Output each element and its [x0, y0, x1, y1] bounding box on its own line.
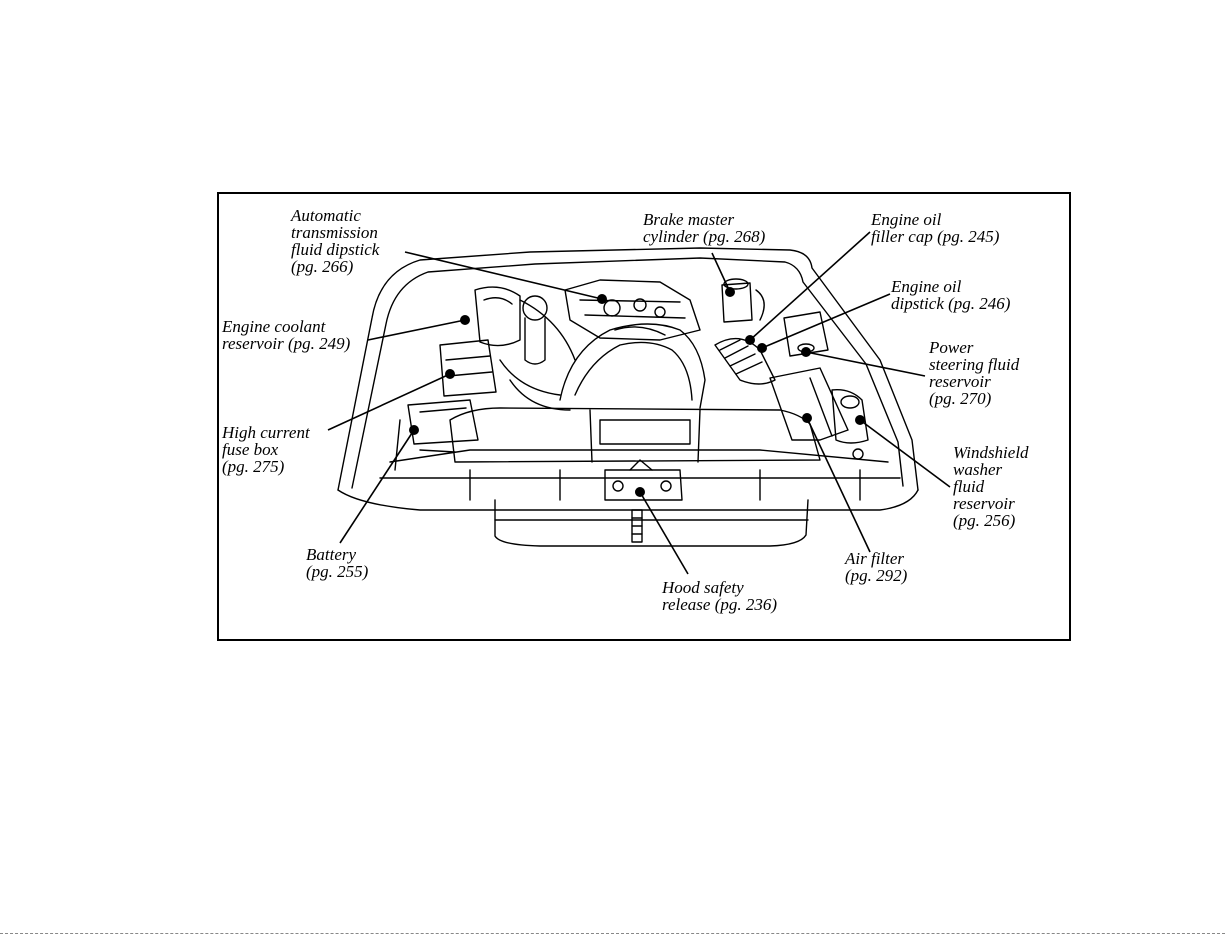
label-line: filler cap (pg. 245) — [871, 227, 1000, 246]
label-line: (pg. 266) — [291, 257, 354, 276]
hood-latch-shape — [604, 469, 683, 501]
label-line: Engine oil — [891, 277, 962, 296]
label-line: fluid dipstick — [291, 240, 380, 259]
leader-hood-release — [639, 491, 689, 575]
dot-power-steering — [801, 347, 811, 357]
label-line: Air filter — [845, 549, 905, 568]
brake-master-shape — [721, 282, 753, 323]
coolant-tank — [474, 286, 521, 347]
dot-auto-trans — [597, 294, 607, 304]
label-line: washer — [953, 460, 1003, 479]
label-line: fluid — [953, 477, 985, 496]
battery-shape — [407, 399, 479, 445]
fuse-box-shape — [439, 339, 497, 397]
label-line: release (pg. 236) — [662, 595, 778, 614]
radiator-shroud — [449, 407, 821, 463]
dot-brake — [725, 287, 735, 297]
label-hood-release: Hood safety release (pg. 236) — [662, 579, 777, 613]
intake-duct — [714, 337, 776, 385]
label-line: reservoir (pg. 249) — [222, 334, 351, 353]
label-line: Brake master — [643, 210, 735, 229]
label-air-filter: Air filter (pg. 292) — [845, 550, 907, 584]
label-line: (pg. 256) — [953, 511, 1016, 530]
label-line: (pg. 292) — [845, 566, 908, 585]
label-line: reservoir — [929, 372, 991, 391]
dot-oil-dipstick — [757, 343, 767, 353]
label-line: (pg. 270) — [929, 389, 992, 408]
leader-power-steering — [805, 351, 926, 377]
label-battery: Battery (pg. 255) — [306, 546, 368, 580]
leader-coolant — [367, 319, 466, 341]
label-auto-trans-dipstick: Automatic transmission fluid dipstick (p… — [291, 207, 379, 275]
label-line: Engine oil — [871, 210, 942, 229]
label-line: Windshield — [953, 443, 1029, 462]
dot-hood-release — [635, 487, 645, 497]
label-line: fuse box — [222, 440, 279, 459]
label-power-steering: Power steering fluid reservoir (pg. 270) — [929, 339, 1019, 407]
label-oil-filler: Engine oil filler cap (pg. 245) — [871, 211, 999, 245]
leader-washer — [859, 419, 951, 488]
label-coolant-reservoir: Engine coolant reservoir (pg. 249) — [222, 318, 350, 352]
label-line: reservoir — [953, 494, 1015, 513]
dot-air-filter — [802, 413, 812, 423]
label-line: (pg. 255) — [306, 562, 369, 581]
label-line: steering fluid — [929, 355, 1020, 374]
leader-oil-filler — [749, 231, 871, 341]
label-line: Hood safety — [662, 578, 744, 597]
leader-brake — [711, 252, 731, 293]
intake-cover — [559, 323, 706, 409]
label-fuse-box: High current fuse box (pg. 275) — [222, 424, 310, 475]
label-line: (pg. 275) — [222, 457, 285, 476]
air-filter-box — [769, 367, 849, 441]
label-line: Power — [929, 338, 974, 357]
label-line: Battery — [306, 545, 357, 564]
diagram-frame — [217, 192, 1071, 641]
label-line: cylinder (pg. 268) — [643, 227, 766, 246]
leader-auto-trans — [404, 251, 603, 300]
label-washer-reservoir: Windshield washer fluid reservoir (pg. 2… — [953, 444, 1029, 529]
washer-shape — [831, 389, 869, 444]
dot-fuse-box — [445, 369, 455, 379]
dot-oil-filler — [745, 335, 755, 345]
page-bottom-rule — [0, 933, 1225, 934]
dot-coolant — [460, 315, 470, 325]
label-line: High current — [222, 423, 310, 442]
label-brake-master: Brake master cylinder (pg. 268) — [643, 211, 765, 245]
fender-outline — [337, 247, 919, 491]
power-steering-shape — [783, 311, 829, 357]
dot-washer — [855, 415, 865, 425]
label-line: dipstick (pg. 246) — [891, 294, 1011, 313]
front-bumper — [337, 489, 919, 511]
dot-battery — [409, 425, 419, 435]
label-oil-dipstick: Engine oil dipstick (pg. 246) — [891, 278, 1010, 312]
label-line: Automatic — [291, 206, 361, 225]
leader-oil-dipstick — [761, 293, 891, 349]
label-line: Engine coolant — [222, 317, 326, 336]
leader-battery — [339, 429, 415, 544]
leader-fuse-box — [327, 373, 451, 431]
leader-air-filter — [806, 417, 871, 553]
label-line: transmission — [291, 223, 378, 242]
